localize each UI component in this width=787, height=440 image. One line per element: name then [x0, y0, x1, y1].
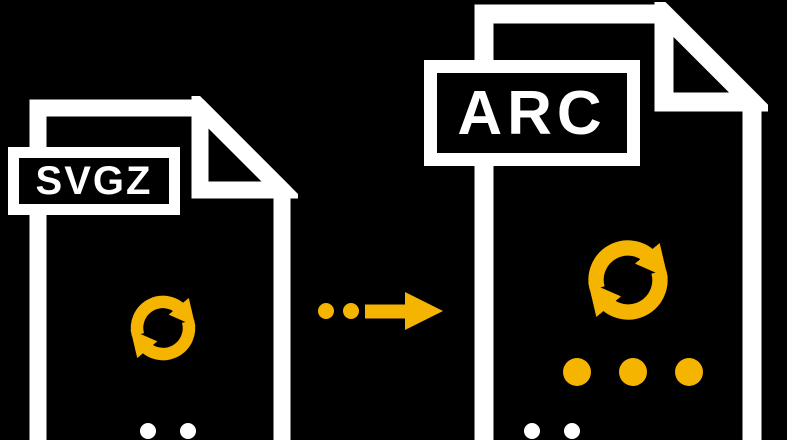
source-file-fold-corner [191, 96, 298, 199]
source-format-badge: SVGZ [8, 147, 180, 215]
right-arrow-icon [365, 292, 443, 330]
sync-arrow-bottom [130, 319, 196, 361]
flow-dot-2 [343, 303, 359, 319]
sync-icon-source [130, 295, 196, 361]
sync-icon-target [588, 240, 668, 320]
sync-arrow-top [130, 295, 196, 337]
target-file-fold-corner [654, 2, 768, 112]
source-bottom-dot-1 [140, 423, 156, 439]
arrow-head [405, 292, 443, 330]
sync-arrow-bottom [588, 269, 668, 320]
target-bottom-dot-1 [524, 423, 540, 439]
ellipsis-dot-2 [619, 358, 647, 386]
ellipsis-dot-1 [563, 358, 591, 386]
target-bottom-dot-2 [564, 423, 580, 439]
arrow-body [365, 304, 407, 319]
source-bottom-dot-2 [180, 423, 196, 439]
target-format-label: ARC [457, 78, 607, 148]
source-format-label: SVGZ [35, 158, 153, 203]
target-format-badge: ARC [424, 60, 640, 166]
flow-dot-1 [318, 303, 334, 319]
ellipsis-dot-3 [675, 358, 703, 386]
sync-arrow-top [588, 240, 668, 291]
